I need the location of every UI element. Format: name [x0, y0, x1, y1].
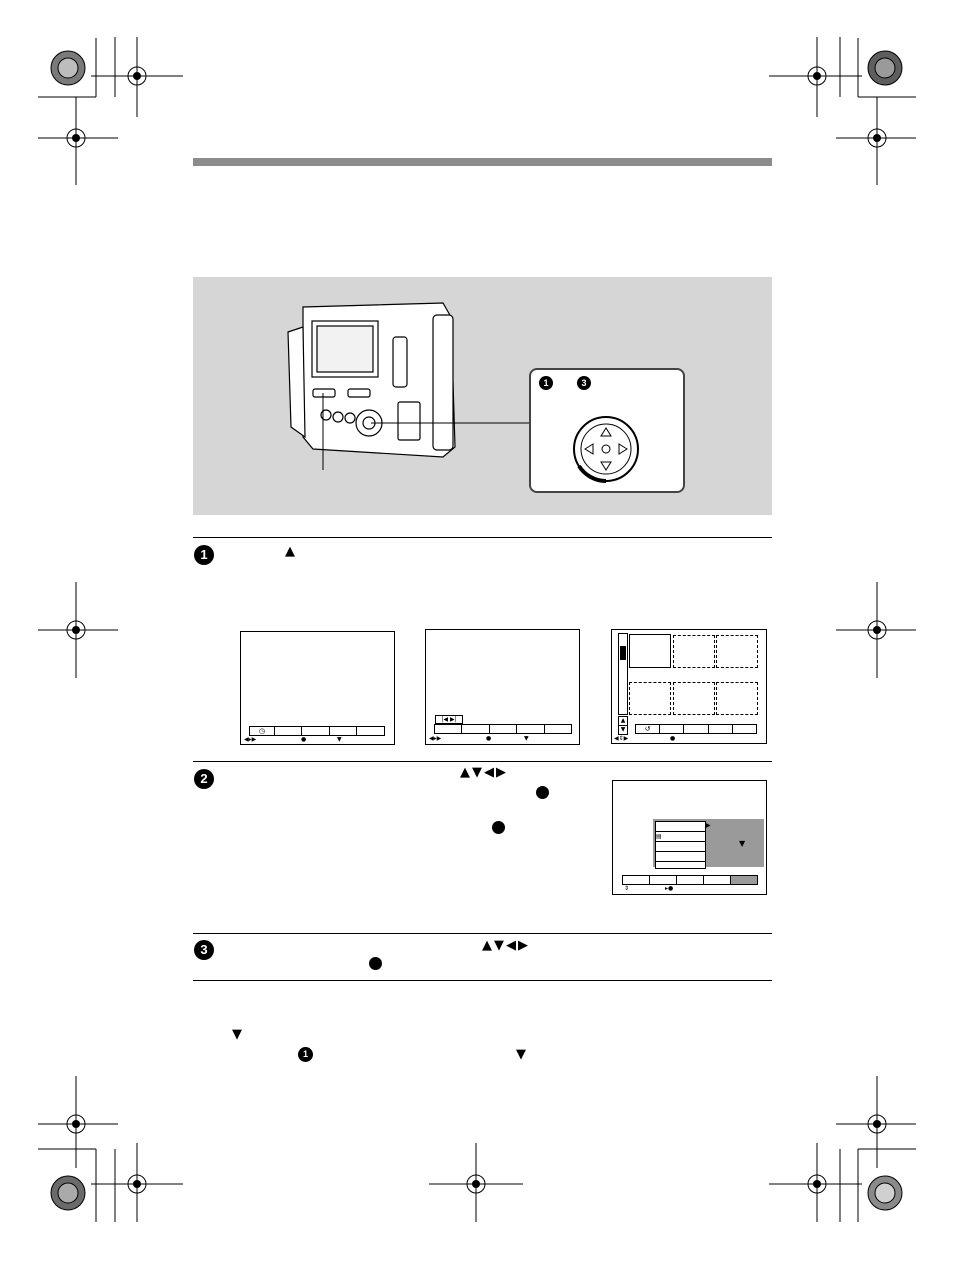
lcd-screen-index: ▲ ▼ ↺ ◀⇕▶ ●	[611, 629, 767, 744]
thumbnail[interactable]	[673, 635, 715, 668]
nav-hint: ●	[301, 736, 307, 743]
menu-bar: ◷	[249, 726, 385, 736]
step-divider	[193, 933, 772, 934]
lcd-screen-1: ◷ ◀▸▶ ● ▼	[240, 631, 395, 745]
timer-icon: ◷	[250, 727, 275, 735]
up-arrow-icon: ▲	[285, 544, 295, 559]
down-arrow-icon: ▼	[516, 1047, 526, 1062]
nav-hint: ●	[670, 735, 676, 742]
center-button-icon	[536, 786, 549, 799]
multi-selector-icon[interactable]	[571, 414, 641, 484]
thumbnail[interactable]	[629, 682, 671, 715]
direction-arrows-icon: ▲▼◀▶	[460, 765, 508, 780]
scroll-bar[interactable]	[618, 633, 628, 715]
nav-hint: ◀⇕▶	[614, 735, 629, 742]
thumbnail[interactable]	[716, 635, 758, 668]
menu-bar	[622, 875, 758, 885]
scroll-indicator-icon: ▼	[739, 839, 746, 848]
camera-illustration-panel: 1 3	[193, 277, 772, 515]
menu-bar	[434, 724, 572, 734]
menu-item[interactable]	[655, 861, 706, 869]
step-badge: 3	[577, 376, 591, 390]
step-badge: 3	[194, 940, 214, 960]
menu-bar: ↺	[635, 724, 757, 734]
step-badge: 1	[298, 1047, 313, 1062]
thumbnail[interactable]	[673, 682, 715, 715]
lcd-screen-menu: ▶ ▤ ▼ ⇕ ▸●	[612, 780, 767, 895]
nav-hint: ▼	[337, 736, 342, 743]
center-button-icon	[492, 821, 505, 834]
scroll-down-icon[interactable]: ▼	[618, 725, 628, 735]
control-callout: 1 3	[529, 368, 685, 493]
nav-hint: ⇕	[624, 885, 630, 892]
return-icon[interactable]: ↺	[636, 725, 661, 733]
nav-hint: ◀▸▶	[244, 736, 257, 743]
down-arrow-icon: ▼	[232, 1027, 242, 1042]
camera-illustration	[287, 302, 530, 470]
skip-icon: |◀ ▶|	[435, 715, 463, 724]
lcd-screen-2: |◀ ▶| ◀▸▶ ● ▼	[425, 629, 580, 745]
direction-arrows-icon: ▲▼◀▶	[482, 938, 530, 953]
section-end-rule	[193, 980, 772, 981]
step-divider	[193, 761, 772, 762]
thumbnail-selected[interactable]	[629, 634, 671, 668]
nav-hint: ▼	[524, 735, 529, 742]
submenu-arrow-icon: ▶	[706, 822, 711, 829]
nav-hint: ●	[486, 735, 492, 742]
center-button-icon	[369, 957, 382, 970]
step-badge: 1	[194, 545, 214, 565]
step-badge: 2	[194, 769, 214, 789]
step-badge: 1	[539, 376, 553, 390]
thumbnail[interactable]	[716, 682, 758, 715]
nav-hint: ▸●	[665, 885, 674, 892]
step-divider	[193, 537, 772, 538]
header-bar	[193, 158, 772, 166]
nav-hint: ◀▸▶	[429, 735, 442, 742]
